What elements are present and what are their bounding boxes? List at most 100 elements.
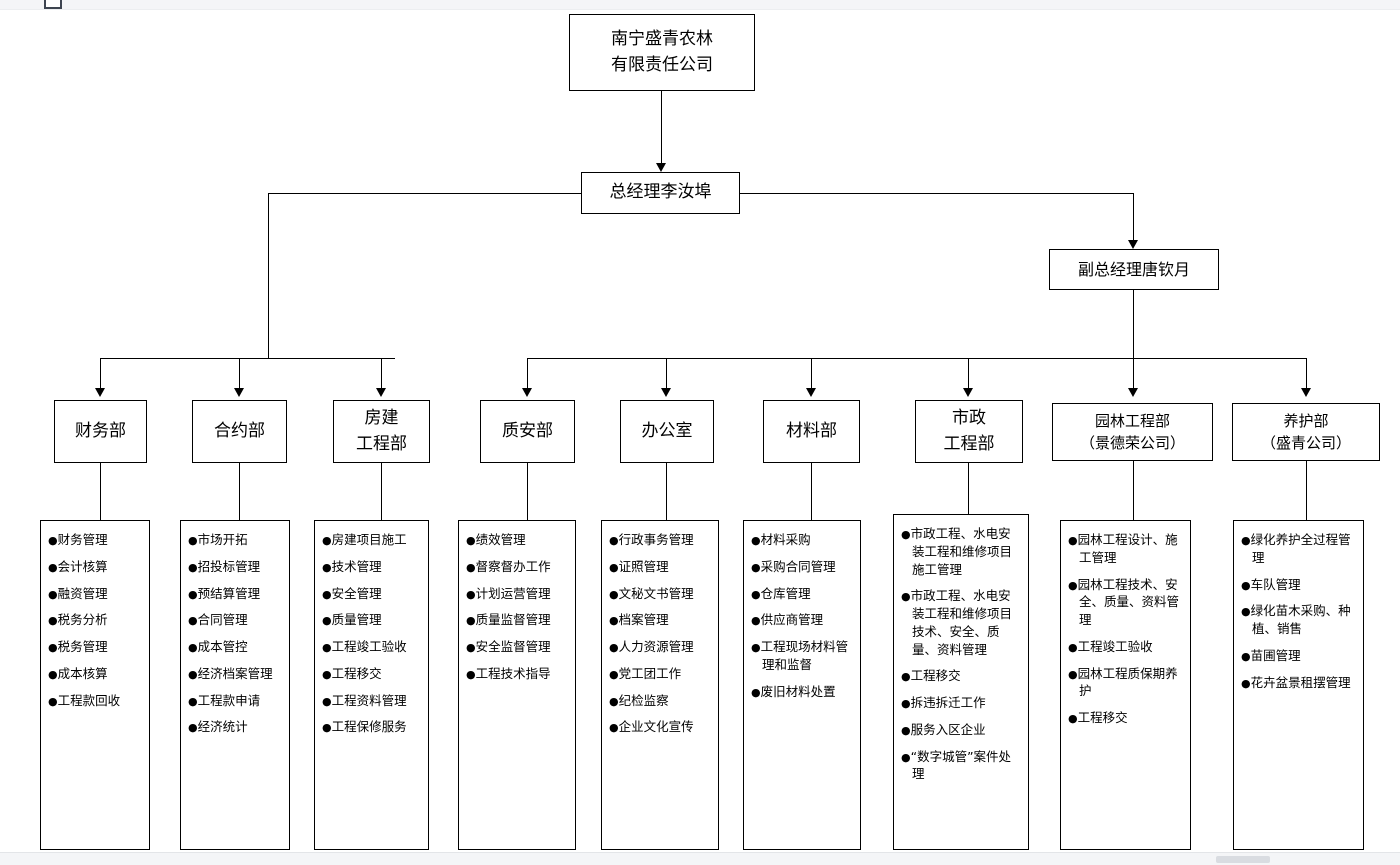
connector-drop-office bbox=[666, 358, 667, 391]
list-item: ●安全管理 bbox=[322, 585, 382, 601]
org-node-dept-landscape-engineering[interactable]: 园林工程部 （景德荣公司） bbox=[1052, 403, 1213, 461]
list-item: ●税务管理 bbox=[48, 639, 108, 654]
arrow-drop-landscape bbox=[1128, 388, 1138, 397]
company-name-line-1: 南宁盛青农林 bbox=[611, 29, 713, 49]
arrow-drop-building bbox=[376, 388, 386, 397]
list-item: ●服务入区企业 bbox=[901, 721, 986, 737]
scrollbar-thumb[interactable] bbox=[1216, 856, 1270, 863]
org-node-company[interactable]: 南宁盛青农林 有限责任公司 bbox=[569, 14, 755, 91]
dept-duty-list-maintenance: ●绿化养护全过程管理 ●车队管理 ●绿化苗木采购、种植、销售 ●苗圃管理 ●花卉… bbox=[1233, 520, 1364, 850]
list-item: ●技术管理 bbox=[322, 558, 382, 574]
dept-title-line-2: （盛青公司） bbox=[1260, 434, 1351, 452]
connector-gm-left-vertical bbox=[268, 193, 269, 359]
dept-duty-list-landscape-engineering: ●园林工程设计、施工管理 ●园林工程技术、安全、质量、资料管理 ●工程竣工验收 … bbox=[1060, 520, 1191, 850]
dept-duty-list-contract: ●市场开拓 ●招投标管理 ●预结算管理 ●合同管理 ●成本管控 ●经济档案管理 … bbox=[180, 520, 290, 850]
browser-top-chrome bbox=[0, 0, 1400, 10]
arrow-drop-maintenance bbox=[1301, 388, 1311, 397]
list-item: ●合同管理 bbox=[188, 612, 248, 628]
list-item: ●绩效管理 bbox=[466, 532, 526, 547]
browser-tab-stub[interactable] bbox=[44, 0, 62, 9]
org-node-dept-quality-safety[interactable]: 质安部 bbox=[480, 400, 575, 463]
connector-dept-to-list-office bbox=[666, 463, 667, 520]
connector-dept-to-list-maintenance bbox=[1306, 461, 1307, 520]
dept-title-line: 合约部 bbox=[214, 420, 265, 441]
list-item: ●工程竣工验收 bbox=[322, 639, 407, 654]
connector-dept-to-list-municipal bbox=[968, 463, 969, 520]
list-item: ●采购合同管理 bbox=[751, 558, 836, 574]
org-node-dept-building-engineering[interactable]: 房建 工程部 bbox=[333, 400, 430, 463]
connector-drop-municipal bbox=[968, 358, 969, 391]
dept-title-line-2: （景德荣公司） bbox=[1079, 434, 1185, 452]
dept-duty-list-building-engineering: ●房建项目施工 ●技术管理 ●安全管理 ●质量管理 ●工程竣工验收 ●工程移交 … bbox=[314, 520, 429, 850]
connector-bus-left bbox=[100, 358, 395, 359]
list-item: ●税务分析 bbox=[48, 612, 108, 628]
connector-drop-maintenance bbox=[1306, 358, 1307, 391]
org-node-dept-materials[interactable]: 材料部 bbox=[763, 400, 860, 463]
list-item: ●工程移交 bbox=[1068, 710, 1128, 725]
list-item: ●质量管理 bbox=[322, 612, 382, 628]
dept-title-line: 办公室 bbox=[641, 420, 693, 441]
connector-drop-building bbox=[381, 358, 382, 391]
connector-dept-to-list-quality bbox=[527, 463, 528, 520]
list-item: ●纪检监察 bbox=[609, 692, 669, 708]
arrow-drop-materials bbox=[806, 388, 816, 397]
list-item: ●园林工程质保期养护 bbox=[1068, 665, 1178, 699]
list-item: ●“数字城管”案件处理 bbox=[901, 748, 1012, 782]
list-item: ●文秘文书管理 bbox=[609, 585, 694, 601]
connector-drop-contract bbox=[239, 358, 240, 391]
list-item: ●质量监督管理 bbox=[466, 612, 551, 628]
list-item: ●安全监督管理 bbox=[466, 639, 551, 654]
arrow-drop-municipal bbox=[963, 388, 973, 397]
org-node-dept-office[interactable]: 办公室 bbox=[620, 400, 714, 463]
list-item: ●成本核算 bbox=[48, 665, 108, 681]
connector-dept-to-list-contract bbox=[239, 463, 240, 520]
deputy-manager-label: 副总经理唐钦月 bbox=[1077, 259, 1190, 279]
list-item: ●经济档案管理 bbox=[188, 665, 273, 681]
dept-title-line: 房建 bbox=[364, 408, 399, 428]
list-item: ●财务管理 bbox=[48, 532, 108, 547]
list-item: ●园林工程设计、施工管理 bbox=[1068, 532, 1178, 565]
list-item: ●市政工程、水电安装工程和维修项目技术、安全、质量、资料管理 bbox=[901, 588, 1013, 657]
list-item: ●车队管理 bbox=[1241, 576, 1301, 592]
list-item: ●市场开拓 bbox=[188, 532, 248, 547]
list-item: ●废旧材料处置 bbox=[751, 683, 836, 699]
org-node-dept-municipal-engineering[interactable]: 市政 工程部 bbox=[915, 400, 1023, 463]
dept-duty-list-municipal-engineering: ●市政工程、水电安装工程和维修项目施工管理 ●市政工程、水电安装工程和维修项目技… bbox=[893, 514, 1029, 850]
dept-duty-list-finance: ●财务管理 ●会计核算 ●融资管理 ●税务分析 ●税务管理 ●成本核算 ●工程款… bbox=[40, 520, 150, 850]
connector-dept-to-list-landscape bbox=[1133, 461, 1134, 520]
dept-title-line: 园林工程部 bbox=[1094, 411, 1170, 430]
list-item: ●企业文化宣传 bbox=[609, 719, 694, 735]
connector-gm-to-deputy-vertical bbox=[1133, 193, 1134, 241]
dept-title-line-2: 工程部 bbox=[356, 433, 407, 454]
arrow-drop-quality bbox=[522, 388, 532, 397]
connector-dept-to-list-materials bbox=[811, 463, 812, 520]
list-item: ●工程移交 bbox=[901, 668, 961, 684]
list-item: ●会计核算 bbox=[48, 558, 108, 574]
list-item: ●证照管理 bbox=[609, 558, 669, 574]
list-item: ●工程技术指导 bbox=[466, 665, 551, 681]
org-node-dept-maintenance[interactable]: 养护部 （盛青公司） bbox=[1232, 403, 1380, 461]
company-name-line-2: 有限责任公司 bbox=[611, 54, 713, 75]
list-item: ●融资管理 bbox=[48, 585, 108, 601]
arrow-drop-office bbox=[661, 388, 671, 397]
org-node-dept-finance[interactable]: 财务部 bbox=[54, 400, 147, 463]
connector-drop-landscape bbox=[1133, 358, 1134, 391]
list-item: ●招投标管理 bbox=[188, 558, 261, 574]
list-item: ●行政事务管理 bbox=[609, 532, 694, 547]
dept-title-line: 财务部 bbox=[75, 420, 126, 441]
list-item: ●市政工程、水电安装工程和维修项目施工管理 bbox=[901, 526, 1013, 577]
connector-company-to-gm bbox=[661, 91, 662, 164]
connector-drop-finance bbox=[100, 358, 101, 391]
dept-title-line: 质安部 bbox=[502, 420, 553, 441]
list-item: ●园林工程技术、安全、质量、资料管理 bbox=[1068, 576, 1180, 628]
connector-bus-right bbox=[527, 358, 1307, 359]
org-node-dept-contract[interactable]: 合约部 bbox=[192, 400, 287, 463]
arrow-drop-finance bbox=[95, 388, 105, 397]
org-node-deputy-manager[interactable]: 副总经理唐钦月 bbox=[1049, 249, 1219, 290]
org-node-general-manager[interactable]: 总经理李汝埠 bbox=[581, 172, 740, 214]
list-item: ●苗圃管理 bbox=[1241, 647, 1301, 663]
dept-title-line: 材料部 bbox=[786, 420, 837, 441]
dept-title-line: 市政 bbox=[952, 408, 986, 428]
list-item: ●预结算管理 bbox=[188, 585, 261, 601]
